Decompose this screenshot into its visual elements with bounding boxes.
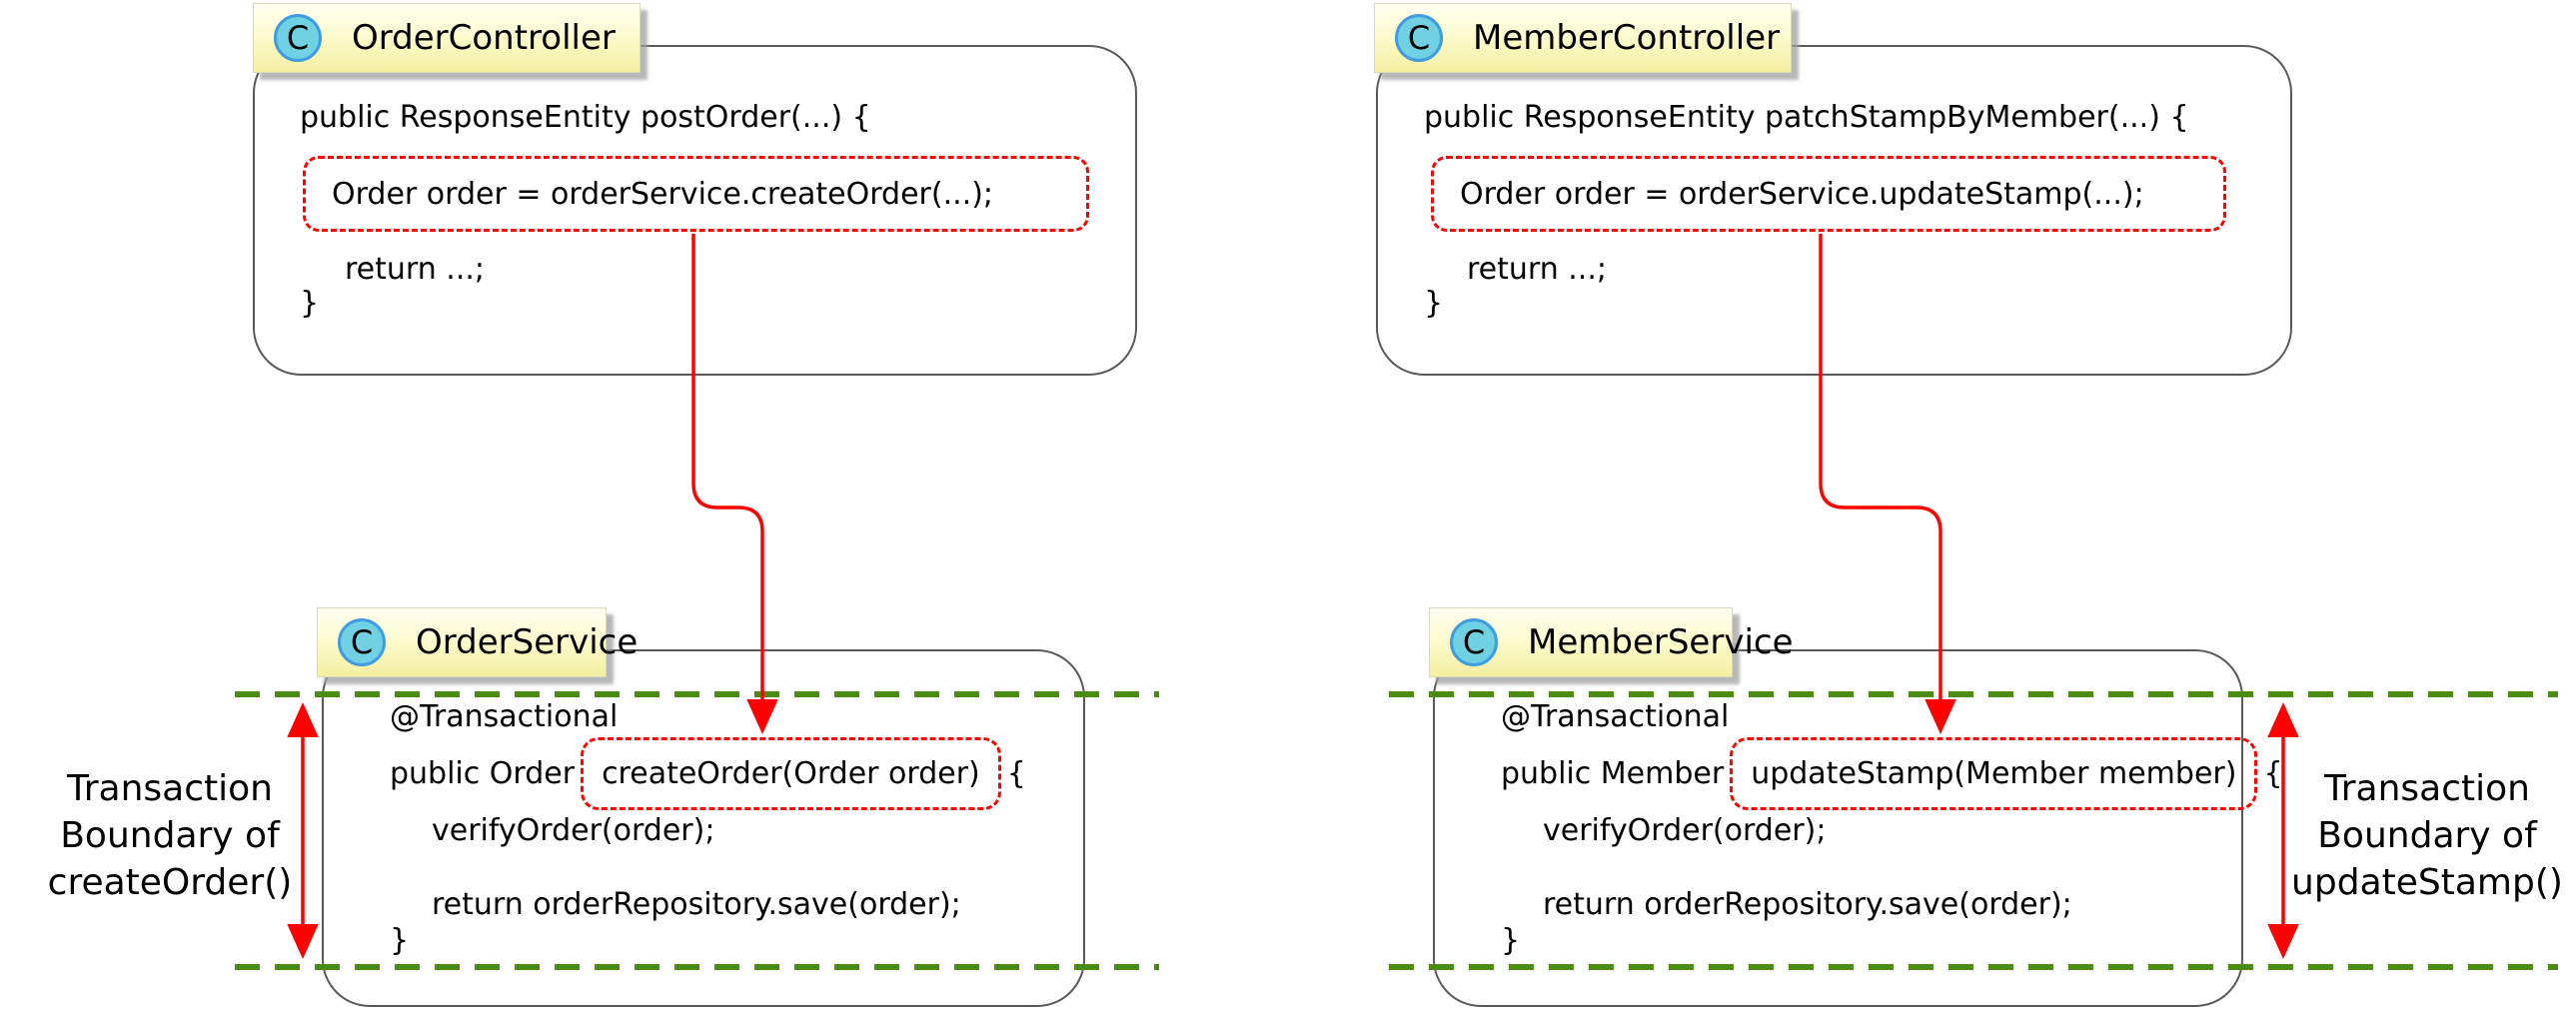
- transactional-annotation: @Transactional: [1501, 699, 1730, 734]
- transactional-annotation: @Transactional: [390, 699, 619, 734]
- boundary-label-line: Boundary of: [60, 815, 280, 856]
- return-line: return ...;: [345, 252, 485, 287]
- method-signature: public ResponseEntity postOrder(...) {: [300, 100, 871, 135]
- body-line: return orderRepository.save(order);: [432, 887, 961, 922]
- boundary-label-line: Transaction: [67, 768, 273, 809]
- badge-label: MemberController: [1473, 18, 1781, 58]
- badge-label: OrderController: [352, 18, 616, 58]
- boundary-label-line: Boundary of: [2317, 815, 2537, 856]
- method-prefix: public Member: [1501, 756, 1725, 791]
- class-icon: C: [1395, 14, 1443, 62]
- close-brace: }: [1424, 286, 1444, 321]
- member-service-badge: C MemberService: [1429, 607, 1794, 677]
- highlighted-call-text: Order order = orderService.createOrder(.…: [332, 176, 994, 212]
- service-method-signature: public Member updateStamp(Member member)…: [1501, 737, 2283, 810]
- service-method-signature: public Order createOrder(Order order) {: [390, 737, 1026, 810]
- method-suffix: {: [1006, 756, 1026, 791]
- highlighted-call-box: Order order = orderService.updateStamp(.…: [1431, 156, 2226, 232]
- highlighted-call-text: Order order = orderService.updateStamp(.…: [1460, 176, 2144, 212]
- body-line: verifyOrder(order);: [432, 813, 715, 848]
- body-line: return orderRepository.save(order);: [1543, 887, 2072, 922]
- transaction-boundary-label: Transaction Boundary of createOrder(): [25, 765, 315, 906]
- return-line: return ...;: [1467, 252, 1607, 287]
- close-brace: }: [300, 286, 320, 321]
- method-prefix: public Order: [390, 756, 576, 791]
- badge-label: OrderService: [416, 622, 639, 662]
- highlighted-method-box: updateStamp(Member member): [1730, 737, 2258, 810]
- class-icon: C: [1450, 618, 1498, 666]
- class-icon: C: [274, 14, 322, 62]
- boundary-label-line: Transaction: [2324, 768, 2530, 809]
- method-suffix: {: [2263, 756, 2283, 791]
- close-brace: }: [390, 923, 410, 958]
- boundary-label-line: createOrder(): [47, 862, 293, 903]
- order-controller-badge: C OrderController: [253, 3, 641, 73]
- member-controller-badge: C MemberController: [1374, 3, 1792, 73]
- transaction-boundary-label: Transaction Boundary of updateStamp(): [2286, 765, 2568, 906]
- highlighted-method-box: createOrder(Order order): [581, 737, 1001, 810]
- class-icon: C: [338, 618, 386, 666]
- method-signature: public ResponseEntity patchStampByMember…: [1424, 100, 2189, 135]
- highlighted-call-box: Order order = orderService.createOrder(.…: [303, 156, 1089, 232]
- close-brace: }: [1501, 923, 1521, 958]
- badge-label: MemberService: [1528, 622, 1794, 662]
- boundary-label-line: updateStamp(): [2291, 862, 2563, 903]
- order-service-badge: C OrderService: [317, 607, 638, 677]
- body-line: verifyOrder(order);: [1543, 813, 1827, 848]
